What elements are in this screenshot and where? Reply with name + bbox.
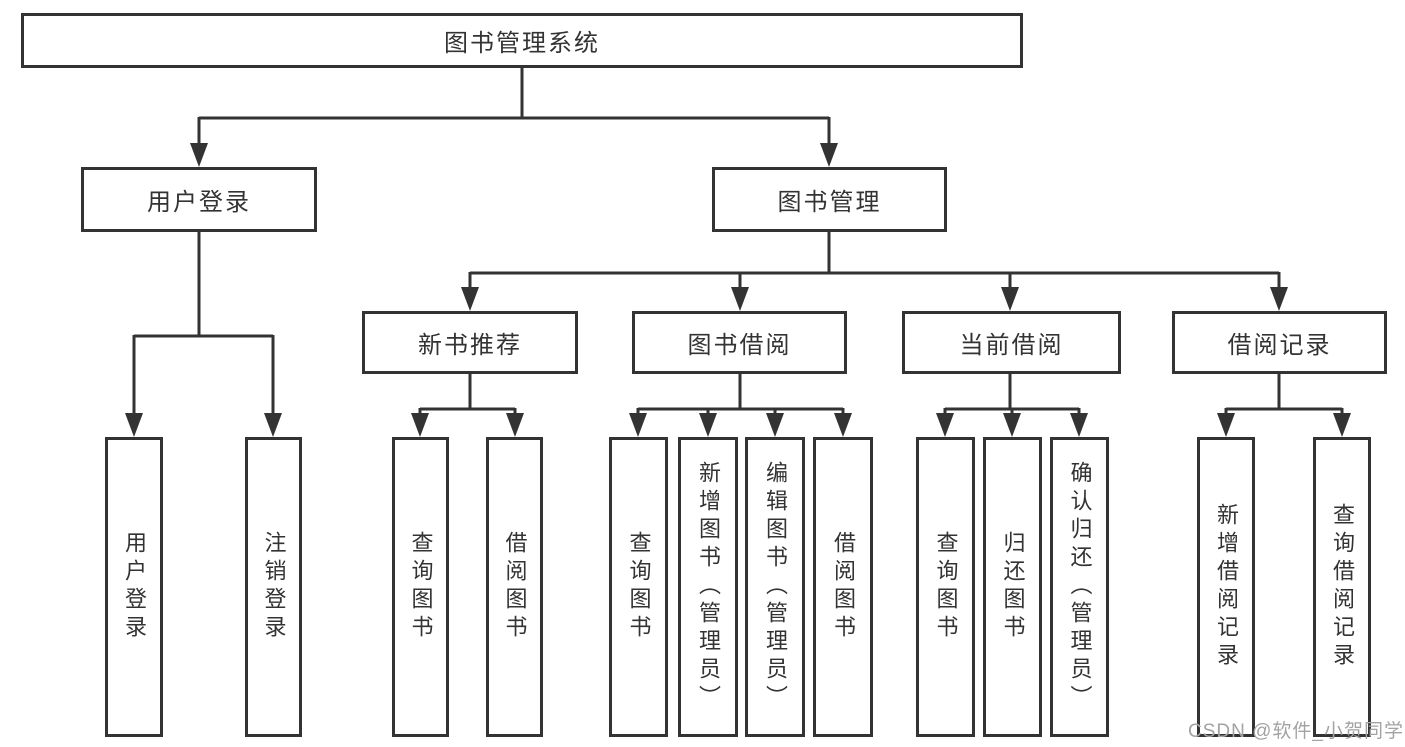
leaf-query-borrow-record-label: 查询借阅记录	[1330, 503, 1355, 671]
leaf-add-books-admin: 新增图书（管理员）	[678, 437, 738, 737]
node-root-system: 图书管理系统	[21, 13, 1023, 68]
leaf-logout-label: 注销登录	[261, 531, 287, 643]
node-current-borrow-label: 当前借阅	[959, 332, 1064, 359]
leaf-add-borrow-record-label: 新增借阅记录	[1214, 503, 1239, 671]
node-user-login-label: 用户登录	[147, 189, 251, 216]
node-new-book-recommend: 新书推荐	[362, 311, 578, 374]
leaf-edit-books-admin-label: 编辑图书（管理员）	[763, 461, 788, 713]
node-book-management-label: 图书管理	[777, 189, 882, 216]
leaf-query-borrow-record: 查询借阅记录	[1313, 437, 1371, 737]
leaf-query-books-1: 查询图书	[392, 437, 449, 737]
leaf-confirm-return-admin-label: 确认归还（管理员）	[1067, 461, 1093, 713]
node-borrow-records-label: 借阅记录	[1227, 332, 1332, 359]
leaf-logout: 注销登录	[245, 437, 302, 737]
csdn-watermark: CSDN @软件_小贺同学	[1188, 721, 1404, 742]
node-user-login: 用户登录	[81, 167, 317, 232]
leaf-confirm-return-admin: 确认归还（管理员）	[1050, 437, 1109, 737]
leaf-add-borrow-record: 新增借阅记录	[1197, 437, 1255, 737]
leaf-user-login-label: 用户登录	[122, 531, 147, 643]
leaf-query-books-1-label: 查询图书	[408, 531, 434, 643]
node-book-borrow-label: 图书借阅	[687, 332, 792, 359]
node-root-label: 图书管理系统	[444, 30, 600, 57]
leaf-return-books: 归还图书	[983, 437, 1042, 737]
node-new-book-recommend-label: 新书推荐	[418, 332, 522, 359]
node-current-borrow: 当前借阅	[902, 311, 1121, 374]
leaf-query-books-3: 查询图书	[916, 437, 975, 737]
leaf-query-books-3-label: 查询图书	[933, 531, 959, 643]
node-borrow-records: 借阅记录	[1172, 311, 1387, 374]
leaf-edit-books-admin: 编辑图书（管理员）	[745, 437, 805, 737]
leaf-return-books-label: 归还图书	[1000, 531, 1026, 643]
node-book-borrow: 图书借阅	[632, 311, 847, 374]
leaf-borrow-books-1: 借阅图书	[486, 437, 543, 737]
leaf-borrow-books-1-label: 借阅图书	[502, 531, 528, 643]
leaf-borrow-books-2-label: 借阅图书	[831, 531, 856, 643]
leaf-user-login: 用户登录	[105, 437, 163, 737]
leaf-query-books-2-label: 查询图书	[626, 531, 652, 643]
leaf-query-books-2: 查询图书	[609, 437, 668, 737]
node-book-management: 图书管理	[712, 167, 947, 232]
leaf-borrow-books-2: 借阅图书	[813, 437, 873, 737]
leaf-add-books-admin-label: 新增图书（管理员）	[696, 461, 721, 713]
